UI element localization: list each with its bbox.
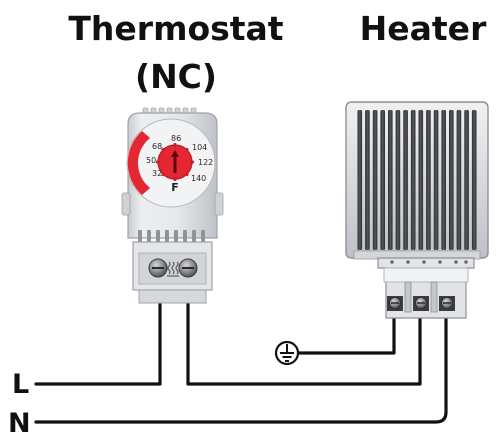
heater-fin — [395, 110, 401, 250]
thermostat-title: Thermostat — [68, 9, 283, 48]
heater-title: Heater — [360, 9, 487, 48]
ground-wire — [296, 303, 396, 355]
heater-fin — [410, 110, 416, 250]
dial-mark-104: 104 — [192, 143, 207, 152]
heater-fin — [471, 110, 477, 250]
heater-terminal-neutral — [439, 296, 455, 311]
dial-mark-32: 32 — [152, 169, 162, 178]
heater-fin — [403, 110, 408, 250]
dial-mark-50: 50 — [146, 156, 156, 165]
ground-icon — [274, 340, 300, 366]
heater-terminal-ground — [387, 296, 403, 311]
heater-fins — [357, 110, 477, 250]
line-label: L — [12, 369, 29, 400]
dial-mark-122: 122 — [198, 158, 213, 167]
heater-terminal-line — [413, 296, 429, 311]
heater-fin — [456, 110, 462, 250]
heater-device — [345, 101, 489, 319]
dial-mark-68: 68 — [152, 142, 162, 151]
switched-wire — [186, 301, 422, 386]
dial-unit-label: F — [171, 181, 179, 194]
heater-fin — [365, 110, 370, 250]
heater-symbol-icon — [167, 261, 179, 277]
heater-fin — [464, 110, 469, 250]
thermostat-terminal-right — [178, 258, 198, 278]
line-wire — [34, 301, 162, 386]
dial-mark-140: 140 — [191, 174, 206, 183]
heater-fin — [357, 110, 363, 250]
heater-fin — [372, 110, 378, 250]
temperature-range-arc — [127, 131, 150, 195]
thermostat-device: 32 50 68 86 104 122 140 F — [121, 107, 224, 304]
heater-fin — [449, 110, 454, 250]
wiring — [34, 301, 448, 424]
temperature-knob — [156, 143, 194, 181]
heater-fin — [388, 110, 393, 250]
thermostat-type-label: (NC) — [135, 57, 217, 96]
thermostat-terminal-left — [148, 258, 168, 278]
dial-mark-86: 86 — [171, 134, 181, 143]
heater-fin — [418, 110, 424, 250]
neutral-label: N — [8, 408, 31, 437]
heater-fin — [433, 110, 439, 250]
heater-fin — [441, 110, 446, 250]
heater-fin — [426, 110, 431, 250]
thermostat-vents — [138, 230, 205, 242]
neutral-wire — [34, 303, 448, 424]
heater-fin — [380, 110, 385, 250]
